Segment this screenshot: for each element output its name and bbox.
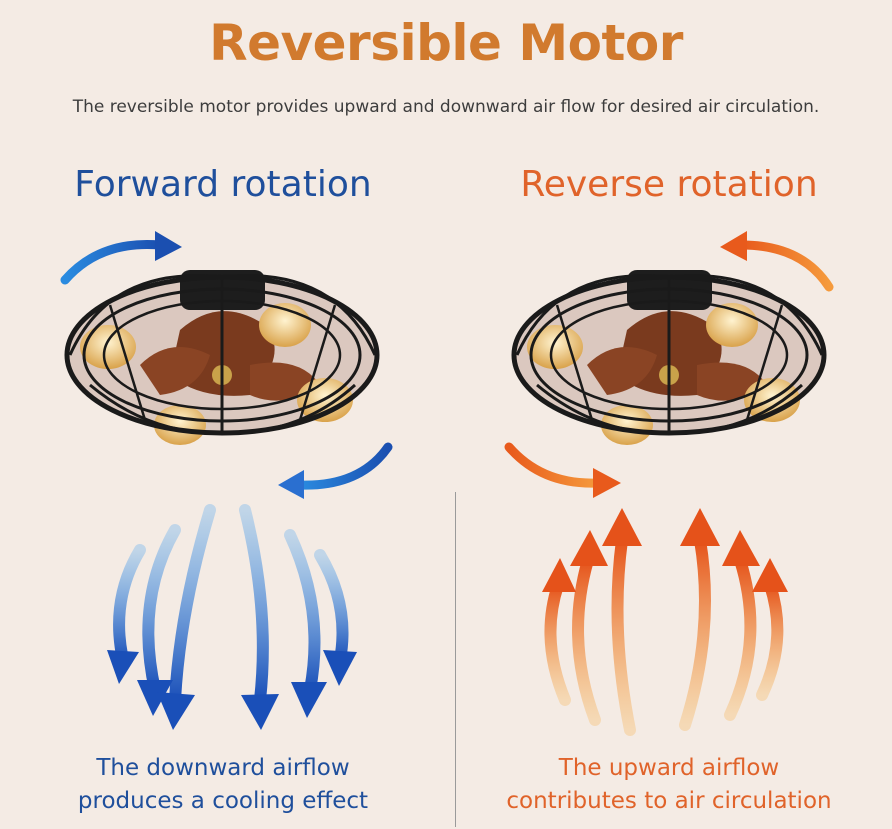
forward-rotation-title: Forward rotation [74,164,372,205]
fan-body [511,270,827,445]
flow-arrow-5 [724,554,757,721]
flow-head-4 [241,694,279,730]
flow-arrow-3 [611,534,636,736]
forward-caption-line2: produces a cooling effect [77,788,369,814]
flow-head-2 [570,530,608,566]
flow-head-2 [137,680,173,716]
arrow-head-top [720,231,747,261]
flow-arrow-2 [142,524,181,696]
forward-caption-line1: The downward airflow [96,755,350,781]
page-title: Reversible Motor [209,14,683,72]
reverse-caption-line2: contributes to air circulation [506,788,832,814]
reverse-fan-illustration [504,231,834,498]
flow-arrow-4 [679,534,711,731]
fan-body [64,270,380,445]
flow-arrow-1 [113,544,146,666]
upward-airflow-arrows [542,508,788,736]
flow-arrow-1 [544,579,571,706]
flow-head-1 [107,650,139,684]
flow-head-5 [291,682,327,718]
flow-head-5 [722,530,760,566]
flow-head-1 [542,558,576,592]
page-subtitle: The reversible motor provides upward and… [72,97,820,117]
rotation-arrow-bottom [504,442,602,488]
reverse-caption-line1: The upward airflow [558,755,780,781]
flow-head-6 [323,650,357,686]
flow-arrow-2 [572,554,601,726]
arrow-head-bottom [278,470,304,499]
rotation-arrow-top [737,240,834,292]
flow-head-4 [680,508,720,546]
flow-arrow-6 [314,549,349,666]
arrow-head-top [155,231,182,261]
rotation-arrow-top [60,239,165,285]
forward-caption: The downward airflow produces a cooling … [0,752,446,818]
arrow-head-bottom [593,468,621,498]
reverse-caption: The upward airflow contributes to air ci… [446,752,892,818]
flow-head-3 [157,692,195,730]
flow-head-6 [752,558,788,592]
forward-fan-illustration [60,231,393,499]
flow-arrow-3 [169,504,216,706]
reverse-rotation-title: Reverse rotation [520,164,818,205]
flow-arrow-5 [284,529,321,696]
flow-head-3 [602,508,642,546]
center-divider [455,492,456,827]
flow-arrow-4 [239,504,269,706]
rotation-arrow-bottom [295,442,393,490]
flow-arrow-6 [756,579,784,701]
downward-airflow-arrows [107,504,357,730]
